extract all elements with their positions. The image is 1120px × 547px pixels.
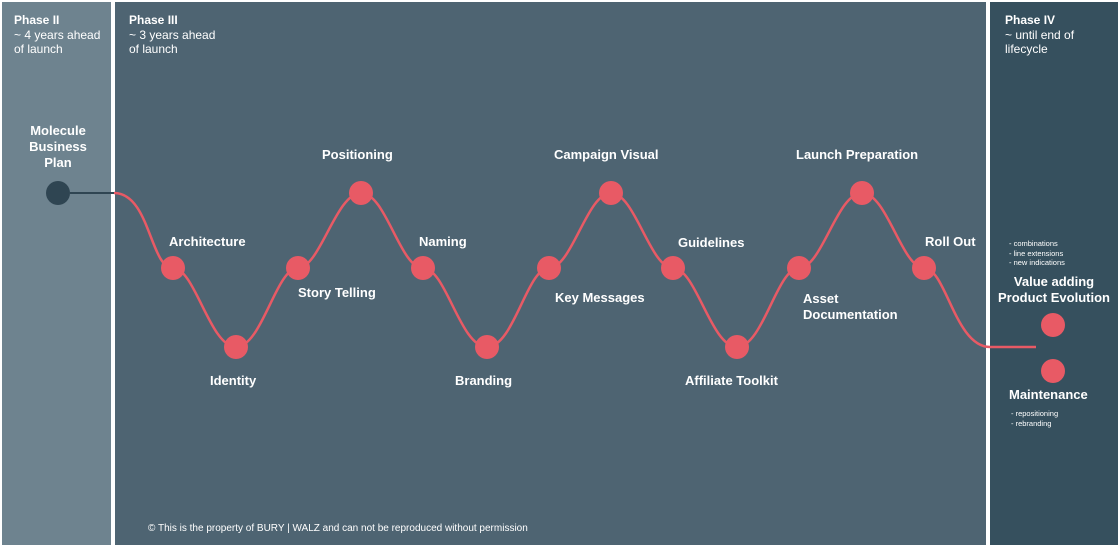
label-asset-documentation: Asset Documentation — [803, 291, 898, 323]
maintenance-notes: - repositioning - rebranding — [1011, 409, 1058, 428]
label-key-messages: Key Messages — [555, 290, 645, 305]
phase-4-subtitle: ~ until end of lifecycle — [1005, 28, 1115, 56]
phase-4-subtitle-line: ~ until end of — [1005, 28, 1075, 42]
label-naming: Naming — [419, 234, 467, 249]
phase-4-subtitle-line: lifecycle — [1005, 42, 1048, 56]
start-label-line: Plan — [44, 155, 72, 170]
node-identity — [224, 335, 248, 359]
label-story-telling: Story Telling — [298, 285, 376, 300]
phase-2-subtitle-line: of launch — [14, 42, 63, 56]
phase-4-title: Phase IV — [1005, 13, 1056, 27]
progress-curve — [113, 191, 1036, 349]
node-story-telling — [286, 256, 310, 280]
phase-3-subtitle-line: ~ 3 years ahead — [129, 28, 216, 42]
start-node — [46, 181, 70, 205]
label-campaign-visual: Campaign Visual — [554, 147, 659, 162]
label-guidelines: Guidelines — [678, 235, 745, 250]
value-adding-note: - line extensions — [1009, 248, 1064, 258]
value-adding-note: - new indications — [1009, 258, 1065, 267]
phase-3-title: Phase III — [129, 13, 178, 27]
value-adding-notes: - combinations - line extensions - new i… — [1009, 239, 1065, 268]
label-identity: Identity — [210, 373, 257, 388]
maintenance-note: - rebranding — [1011, 418, 1052, 428]
node-launch-preparation — [850, 181, 874, 205]
label-affiliate-toolkit: Affiliate Toolkit — [685, 373, 778, 388]
phase-4-panel — [990, 2, 1118, 545]
label-asset-line: Asset — [803, 291, 839, 306]
phase-2-title: Phase II — [14, 13, 60, 27]
phase-3-subtitle-line: of launch — [129, 42, 178, 56]
node-affiliate-toolkit — [725, 335, 749, 359]
value-adding-line: Product Evolution — [998, 290, 1110, 305]
label-roll-out: Roll Out — [925, 234, 976, 249]
node-asset-documentation — [787, 256, 811, 280]
label-launch-preparation: Launch Preparation — [796, 147, 919, 162]
node-value-adding — [1041, 313, 1065, 337]
value-adding-line: Value adding — [1013, 274, 1095, 289]
label-maintenance: Maintenance — [1009, 387, 1088, 402]
node-key-messages — [537, 256, 561, 280]
node-campaign-visual — [599, 181, 623, 205]
node-guidelines — [661, 256, 685, 280]
node-positioning — [349, 181, 373, 205]
node-branding — [475, 335, 499, 359]
node-roll-out — [912, 256, 936, 280]
label-positioning: Positioning — [322, 147, 393, 162]
label-branding: Branding — [455, 373, 513, 388]
start-label-line: Business — [29, 139, 87, 154]
copyright-notice: © This is the property of BURY | WALZ an… — [148, 523, 528, 534]
phase-2-subtitle: ~ 4 years ahead of launch — [14, 28, 124, 56]
node-naming — [411, 256, 435, 280]
node-architecture — [161, 256, 185, 280]
maintenance-note: - repositioning — [1011, 409, 1059, 418]
node-maintenance — [1041, 359, 1065, 383]
label-architecture: Architecture — [169, 234, 246, 249]
phase-2-subtitle-line: ~ 4 years ahead — [14, 28, 101, 42]
value-adding-note: - combinations — [1009, 239, 1058, 248]
start-label-line: Molecule — [30, 123, 86, 138]
phase-3-subtitle: ~ 3 years ahead of launch — [129, 28, 239, 56]
label-value-adding: Value adding Product Evolution — [991, 274, 1117, 306]
start-label: Molecule Business Plan — [18, 123, 98, 171]
label-asset-line: Documentation — [803, 307, 898, 322]
phase-2-panel — [2, 2, 111, 545]
